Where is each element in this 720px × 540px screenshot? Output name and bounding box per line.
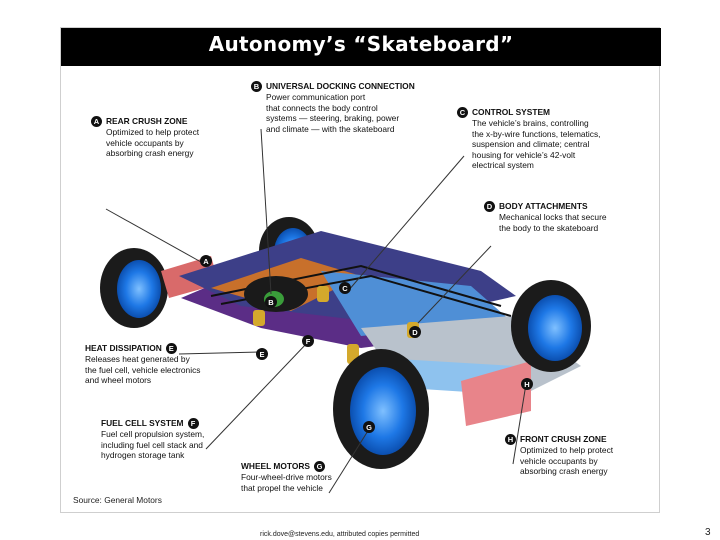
- front-crush-zone: [461, 361, 531, 426]
- callout-heading: HEAT DISSIPATION: [85, 343, 162, 353]
- callout-body: Fuel cell propulsion system, including f…: [101, 429, 205, 461]
- source-credit: Source: General Motors: [73, 495, 162, 505]
- figure-title: Autonomy’s “Skateboard”: [208, 32, 514, 56]
- callout-heading: REAR CRUSH ZONE: [106, 116, 188, 126]
- rear-left-wheel: [100, 248, 168, 328]
- callout-heading: BODY ATTACHMENTS: [499, 201, 588, 211]
- skateboard-illustration: A B C D E F G H: [100, 128, 591, 494]
- callout-body-attachments: D BODY ATTACHMENTS Mechanical locks that …: [484, 201, 607, 233]
- marker-b: B: [268, 298, 274, 307]
- callout-control-system: C CONTROL SYSTEM The vehicle’s brains, co…: [457, 107, 600, 171]
- callout-body: The vehicle’s brains, controlling the x-…: [472, 118, 601, 171]
- callout-rear-crush-zone: A REAR CRUSH ZONE Optimized to help prote…: [91, 116, 199, 159]
- marker-g: G: [366, 423, 372, 432]
- callout-body: Mechanical locks that secure the body to…: [499, 212, 607, 233]
- callout-body: Power communication port that connects t…: [266, 92, 400, 134]
- callout-heading: FRONT CRUSH ZONE: [520, 434, 607, 444]
- badge-b: B: [251, 81, 262, 92]
- marker-f: F: [306, 337, 311, 346]
- callout-body: Releases heat generated by the fuel cell…: [85, 354, 201, 386]
- callout-body: Optimized to help protect vehicle occupa…: [106, 127, 200, 159]
- callout-body: Four-wheel-drive motors that propel the …: [241, 472, 332, 493]
- badge-d: D: [484, 201, 495, 212]
- marker-e: E: [259, 350, 264, 359]
- callout-universal-docking: B UNIVERSAL DOCKING CONNECTION Power comm…: [251, 81, 415, 134]
- marker-d: D: [412, 328, 418, 337]
- badge-g: G: [314, 461, 326, 472]
- marker-a: A: [203, 257, 209, 266]
- callout-front-crush-zone: H FRONT CRUSH ZONE Optimized to help prot…: [505, 434, 613, 477]
- callout-heading: FUEL CELL SYSTEM: [101, 418, 184, 428]
- callout-heading: UNIVERSAL DOCKING CONNECTION: [266, 81, 415, 91]
- badge-h: H: [505, 434, 516, 445]
- badge-e: E: [165, 343, 177, 354]
- page-number: 3: [705, 527, 711, 538]
- callout-body: Optimized to help protect vehicle occupa…: [520, 445, 614, 477]
- callout-heading: CONTROL SYSTEM: [472, 107, 551, 117]
- badge-c: C: [457, 107, 468, 118]
- title-bar: Autonomy’s “Skateboard”: [61, 28, 661, 66]
- badge-a: A: [91, 116, 102, 127]
- callout-heading: WHEEL MOTORS: [241, 461, 311, 471]
- badge-f: F: [187, 418, 199, 429]
- marker-c: C: [342, 284, 348, 293]
- marker-h: H: [524, 380, 529, 389]
- figure-panel: Autonomy’s “Skateboard”: [60, 27, 661, 513]
- chassis-blue-panel: [321, 271, 511, 336]
- front-right-wheel: [511, 280, 591, 372]
- front-left-wheel: [333, 349, 429, 469]
- footer-credit: rick.dove@stevens.edu, attributed copies…: [260, 531, 420, 538]
